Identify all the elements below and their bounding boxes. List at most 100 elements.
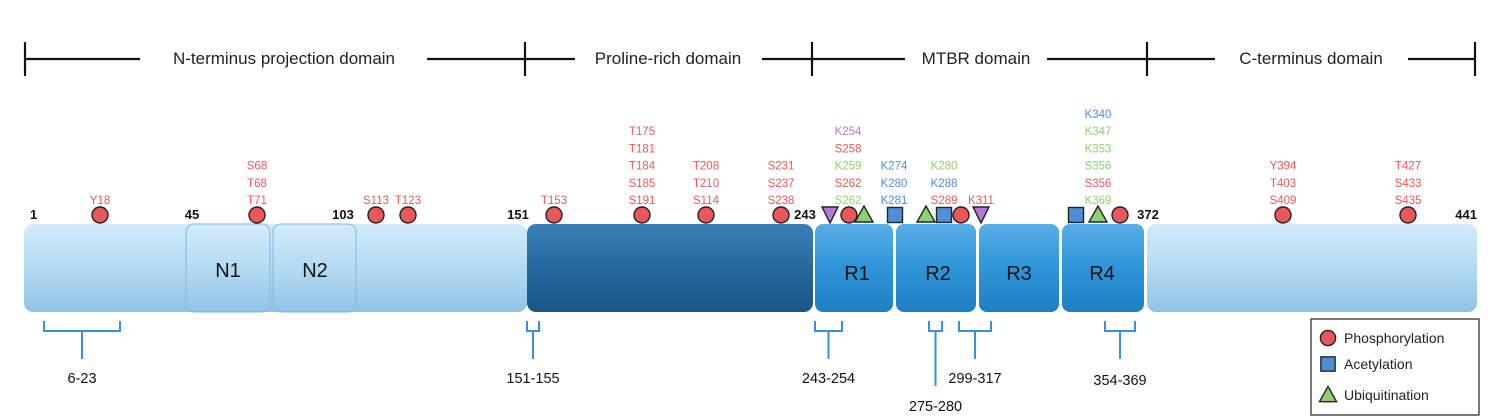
site-label: S289 bbox=[931, 195, 958, 207]
phosphorylation-legend-icon bbox=[1319, 329, 1337, 347]
site-label: S435 bbox=[1395, 195, 1422, 207]
position-label: 1 bbox=[30, 207, 37, 222]
site-label: T123 bbox=[395, 195, 421, 207]
site-label: S114 bbox=[693, 195, 720, 207]
phosphorylation-marker bbox=[840, 206, 858, 224]
site-label: K340 bbox=[1085, 109, 1112, 121]
domain-label-mtbr: MTBR domain bbox=[922, 49, 1031, 68]
r2-box bbox=[896, 224, 976, 312]
site-label: T68 bbox=[247, 178, 267, 190]
phosphorylation-marker bbox=[697, 206, 715, 224]
segment-label-r3: R3 bbox=[1006, 263, 1032, 285]
domain-label-n-terminus: N-terminus projection domain bbox=[173, 49, 395, 68]
range-bracket bbox=[928, 321, 943, 386]
site-label: T208 bbox=[693, 161, 719, 173]
site-label: S231 bbox=[768, 161, 795, 173]
segment-label-r1: R1 bbox=[844, 263, 870, 285]
phosphorylation-marker bbox=[1111, 206, 1129, 224]
protein-bar bbox=[24, 223, 1477, 313]
site-label: K259 bbox=[835, 161, 862, 173]
ubiquitination-legend-icon bbox=[1318, 385, 1338, 403]
position-label: 243 bbox=[794, 207, 816, 222]
site-label: K254 bbox=[835, 126, 862, 138]
site-label: T427 bbox=[1395, 161, 1421, 173]
phosphorylation-marker bbox=[248, 206, 266, 224]
position-label: 45 bbox=[185, 207, 199, 222]
site-label: T403 bbox=[1270, 178, 1296, 190]
domain-header bbox=[23, 42, 1477, 76]
range-bracket bbox=[1104, 321, 1136, 359]
acetylation-marker bbox=[935, 206, 953, 224]
segment-label-n2: N2 bbox=[302, 260, 328, 282]
domain-label-c-terminus: C-terminus domain bbox=[1239, 49, 1383, 68]
modification-marker bbox=[971, 206, 991, 225]
phosphorylation-marker bbox=[545, 206, 563, 224]
site-label: K311 bbox=[968, 195, 994, 207]
site-label: K280 bbox=[931, 161, 958, 173]
site-label: K280 bbox=[881, 178, 908, 190]
phosphorylation-marker bbox=[633, 206, 651, 224]
segment-label-n1: N1 bbox=[215, 260, 241, 282]
range-bracket bbox=[814, 321, 843, 359]
c-terminus-box bbox=[1147, 224, 1477, 312]
range-label: 299-317 bbox=[948, 371, 1001, 387]
phosphorylation-marker bbox=[1399, 206, 1417, 224]
position-label: 372 bbox=[1137, 207, 1159, 222]
r1-box bbox=[815, 224, 893, 312]
legend-label: Ubiquitination bbox=[1344, 387, 1429, 403]
ptm-markers bbox=[91, 204, 1417, 225]
domain-label-proline-rich: Proline-rich domain bbox=[595, 49, 741, 68]
range-label: 243-254 bbox=[802, 371, 855, 387]
site-label: S356 bbox=[1085, 161, 1112, 173]
range-label: 275-280 bbox=[909, 399, 962, 415]
legend-box bbox=[1310, 318, 1480, 416]
site-label: K369 bbox=[1085, 195, 1112, 207]
phosphorylation-marker bbox=[91, 206, 109, 224]
segment-label-r4: R4 bbox=[1089, 263, 1115, 285]
acetylation-marker bbox=[1067, 206, 1085, 224]
position-label: 151 bbox=[507, 207, 529, 222]
range-bracket bbox=[43, 321, 121, 359]
site-label: T181 bbox=[629, 143, 655, 155]
site-label: S433 bbox=[1395, 178, 1422, 190]
site-label: K274 bbox=[881, 161, 908, 173]
site-label: S113 bbox=[363, 195, 389, 207]
site-label: Y394 bbox=[1270, 161, 1297, 173]
phosphorylation-marker bbox=[399, 206, 417, 224]
ubiquitination-marker bbox=[853, 204, 875, 223]
site-label: K281 bbox=[881, 195, 908, 207]
range-label: 354-369 bbox=[1093, 373, 1146, 389]
site-label: K288 bbox=[931, 178, 958, 190]
legend-label: Phosphorylation bbox=[1344, 330, 1444, 346]
region-brackets: 6-23 151-155 243-254 275-280 299-317 354-369 bbox=[43, 321, 1147, 415]
position-label: 103 bbox=[332, 207, 354, 222]
phosphorylation-marker bbox=[952, 206, 970, 224]
site-label: S262 bbox=[835, 195, 862, 207]
site-label: T153 bbox=[541, 195, 567, 207]
site-label: T71 bbox=[247, 195, 267, 207]
phosphorylation-marker bbox=[1274, 206, 1292, 224]
r4-box bbox=[1062, 224, 1144, 312]
site-label: K353 bbox=[1085, 143, 1112, 155]
site-label: S258 bbox=[835, 143, 862, 155]
n1-box bbox=[185, 223, 271, 313]
site-label: T175 bbox=[629, 126, 655, 138]
acetylation-marker bbox=[886, 206, 904, 224]
site-label: S237 bbox=[768, 178, 795, 190]
acetylation-legend-icon bbox=[1320, 356, 1336, 372]
site-label: S238 bbox=[768, 195, 795, 207]
site-label: T210 bbox=[693, 178, 719, 190]
site-label: S185 bbox=[629, 178, 656, 190]
n2-box bbox=[272, 223, 357, 313]
site-label: S262 bbox=[835, 178, 862, 190]
phosphorylation-marker bbox=[367, 206, 385, 224]
range-label: 151-155 bbox=[506, 371, 559, 387]
site-label: K347 bbox=[1085, 126, 1112, 138]
site-label: S191 bbox=[629, 195, 656, 207]
modification-marker bbox=[820, 206, 840, 225]
ubiquitination-marker bbox=[1087, 204, 1109, 223]
site-label: T184 bbox=[629, 161, 656, 173]
range-label: 6-23 bbox=[67, 371, 96, 387]
